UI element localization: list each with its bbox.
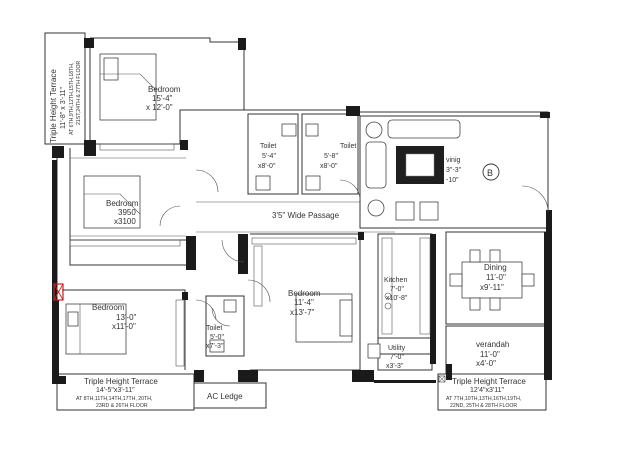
verandah-dim1: 11'-0" [480, 350, 500, 359]
terrace-bottom-right-text: Triple Height Terrace 12'4"x3'11" AT 7TH… [438, 375, 526, 409]
utility-name: Utility [388, 345, 406, 352]
terrace-left-floors-1: AT 6TH,9TH,12TH,15TH,18TH, [69, 63, 75, 135]
bed-top [99, 53, 157, 121]
bedroom-center-name: Bedroom [288, 289, 321, 298]
bedroom-top-dim1: 15'-4" [152, 94, 173, 103]
kitchen-dim1: 7'-0" [390, 286, 404, 293]
living-dim1: 3"-3" [446, 167, 462, 174]
bedroom-mid-dim2: x3100 [114, 217, 136, 226]
dining-name: Dining [484, 263, 507, 272]
bedroom-bottom-name: Bedroom [92, 303, 125, 312]
kitchen-counter [367, 237, 431, 359]
ac-ledge-label: AC Ledge [207, 392, 243, 401]
sofa-set [365, 119, 461, 221]
toilet-1-name: Toilet [260, 143, 276, 150]
utility-dim2: x3'-3" [386, 363, 404, 370]
bed-mid [83, 175, 141, 229]
toilet-2-dim1: 5'-8" [324, 153, 338, 160]
toilet-2-dim2: x8'-0" [320, 163, 338, 170]
toilet-fixtures [209, 123, 321, 353]
verandah-name: verandah [476, 340, 509, 349]
bedroom-mid-dim1: 3950 [118, 208, 136, 217]
toilet-1-dim2: x8'-0" [258, 163, 276, 170]
bedroom-mid-name: Bedroom [106, 199, 139, 208]
kitchen-dim2: x10'-8" [386, 295, 408, 302]
living-dim2: -10" [446, 177, 459, 184]
bed-center [295, 293, 353, 343]
bedroom-top-dim2: x 12'-0" [146, 103, 173, 112]
terrace-bottom-right-dims: 12'4"x3'11" [470, 387, 504, 394]
bedroom-bottom-dim2: x11'-0" [112, 322, 136, 331]
terrace-bottom-right-floors-2: 22ND, 25TH & 28TH FLOOR [450, 403, 517, 409]
kitchen-name: Kitchen [384, 277, 407, 284]
toilet-3-name: Toilet [206, 325, 222, 332]
bedroom-bottom-dim1: 13'-0" [116, 313, 137, 322]
terrace-left-dims: 11'-8" x 3'-11" [60, 86, 67, 129]
dining-dim2: x9'-11" [480, 283, 504, 292]
dining-dim1: 11'-0" [486, 273, 506, 282]
highlight-marker [53, 283, 64, 301]
bedroom-center-dim1: 11'-4" [294, 298, 314, 307]
terrace-left-title: Triple Height Terrace [49, 69, 58, 143]
terrace-left-floors-2: 21ST,24TH & 27TH FLOOR [76, 60, 82, 125]
terrace-bottom-right-title: Triple Height Terrace [452, 377, 526, 386]
dining-table [449, 249, 535, 311]
bed-bottom [65, 303, 127, 355]
terrace-bottom-left-floors-2: 23RD & 26TH FLOOR [96, 403, 148, 409]
toilet-2-name: Toilet [340, 143, 356, 150]
unit-marker: B [482, 163, 500, 181]
terrace-bottom-left-title: Triple Height Terrace [84, 377, 158, 386]
room-labels: Bedroom 15'-4" x 12'-0" Bedroom 3950 x31… [92, 85, 509, 401]
terrace-bottom-left-floors-1: AT 8TH,11TH,14TH,17TH, 20TH, [76, 396, 152, 402]
terrace-bottom-right-floors-1: AT 7TH,10TH,13TH,16TH,19TH, [446, 396, 521, 402]
utility-dim1: 7'-0" [390, 354, 404, 361]
bedroom-top-name: Bedroom [148, 85, 181, 94]
bedroom-center-dim2: x13'-7" [290, 308, 315, 317]
walls [52, 38, 552, 384]
unit-marker-letter: B [487, 168, 493, 178]
passage-label: 3'5" Wide Passage [272, 211, 340, 220]
toilet-3-dim1: 5'-0" [210, 334, 224, 341]
verandah-dim2: x4'-0" [476, 359, 496, 368]
terrace-left-text: Triple Height Terrace 11'-8" x 3'-11" AT… [49, 60, 82, 143]
terrace-bottom-left-text: Triple Height Terrace 14'-5"x3'-11" AT 8… [76, 377, 158, 409]
toilet-3-dim2: x7'-3" [206, 343, 224, 350]
door-swings [159, 169, 549, 327]
toilet-1-dim1: 5'-4" [262, 153, 276, 160]
living-name: vinig [446, 157, 461, 164]
terrace-bottom-left-dims: 14'-5"x3'-11" [96, 387, 135, 394]
wardrobes [69, 143, 357, 367]
